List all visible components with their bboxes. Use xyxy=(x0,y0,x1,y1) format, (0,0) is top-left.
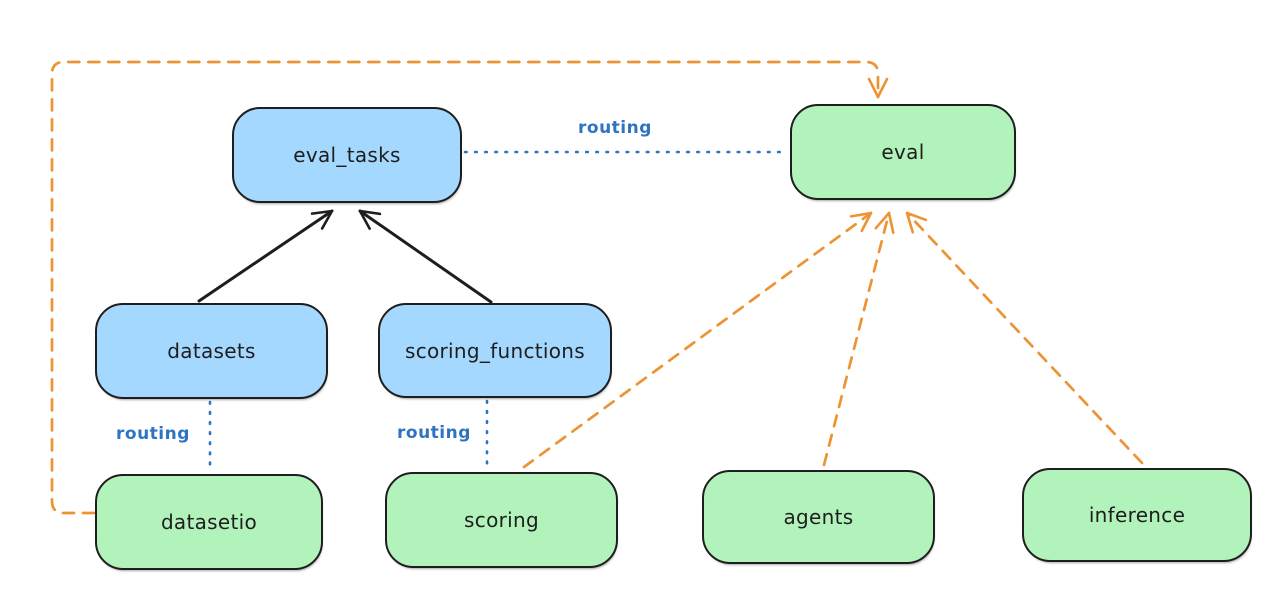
edge-datasetio-eval-loop xyxy=(50,60,889,515)
node-label: scoring_functions xyxy=(404,338,586,363)
edge-agents-eval xyxy=(822,211,895,467)
node-scoring-functions: scoring_functions xyxy=(378,303,612,398)
node-label: datasetio xyxy=(160,510,258,534)
node-eval-tasks: eval_tasks xyxy=(232,107,462,203)
node-label: inference xyxy=(1088,503,1186,527)
node-label: scoring xyxy=(464,508,539,532)
node-label: agents xyxy=(783,505,854,529)
node-label: datasets xyxy=(167,339,256,363)
node-eval: eval xyxy=(790,104,1016,200)
edge-label-routing-scoring-functions-scoring: routing xyxy=(397,423,471,443)
node-datasets: datasets xyxy=(95,303,328,399)
node-label: eval xyxy=(881,140,925,164)
edge-inference-eval xyxy=(905,211,1144,465)
edge-scoring-functions-eval-tasks xyxy=(358,209,493,304)
node-label: eval_tasks xyxy=(293,143,401,167)
edge-label-routing-datasets-datasetio: routing xyxy=(116,424,190,444)
node-datasetio: datasetio xyxy=(95,474,323,570)
node-scoring: scoring xyxy=(385,472,618,568)
edge-datasets-eval-tasks xyxy=(197,209,334,303)
edge-scoring-eval xyxy=(522,211,873,469)
edge-label-routing-top: routing xyxy=(578,118,652,138)
node-inference: inference xyxy=(1022,468,1252,562)
node-agents: agents xyxy=(702,470,935,564)
